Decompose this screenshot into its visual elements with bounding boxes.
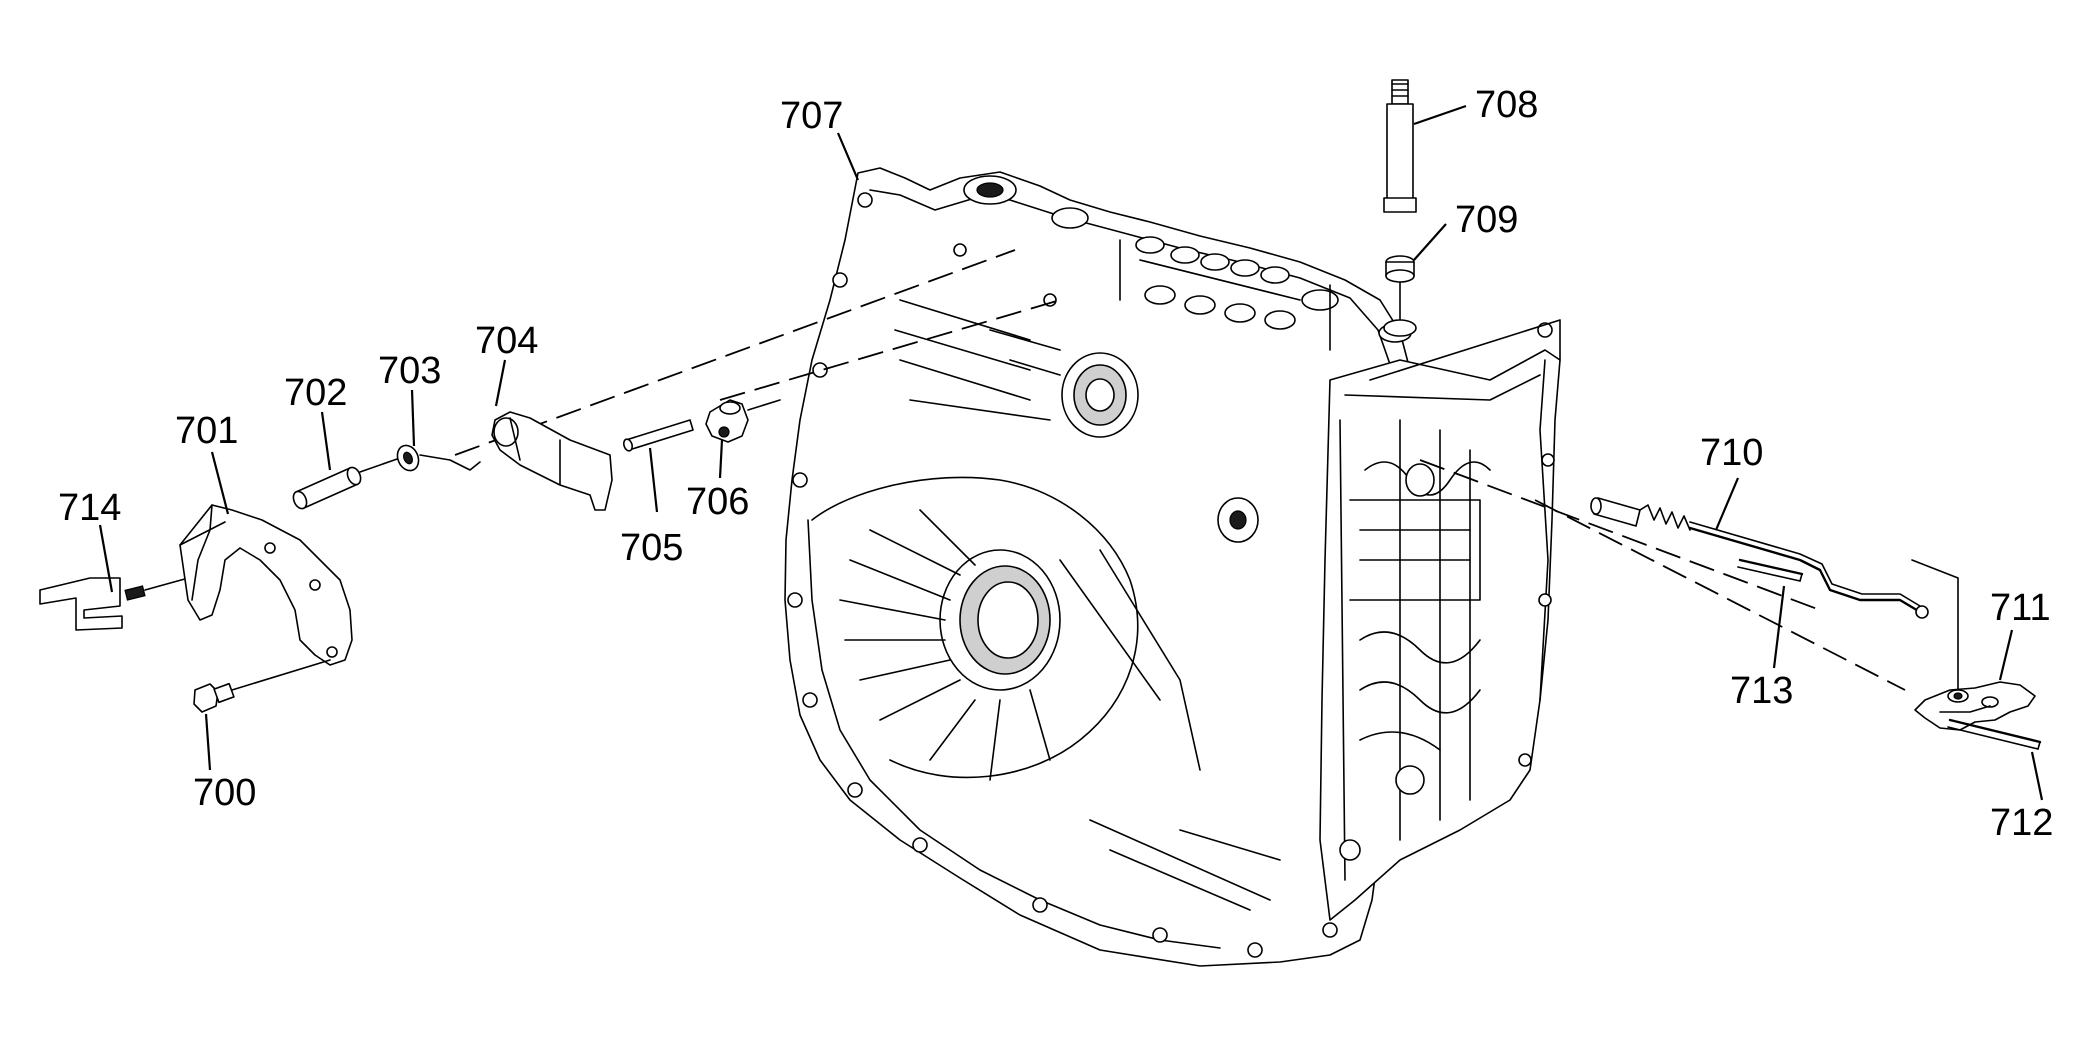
assembly-lines bbox=[454, 249, 1906, 691]
callout-710: 710 bbox=[1700, 432, 1763, 474]
callout-labels: 714 701 702 703 704 705 706 700 707 708 … bbox=[58, 84, 2053, 844]
part-704-lever bbox=[491, 411, 613, 511]
part-711-plate bbox=[1911, 559, 2036, 731]
part-703-spring bbox=[359, 444, 481, 473]
part-710-rod bbox=[1590, 497, 1929, 619]
part-702-sleeve bbox=[292, 466, 362, 510]
shaft-seal-bore bbox=[1061, 352, 1259, 543]
callout-700: 700 bbox=[193, 772, 256, 814]
part-712-pin bbox=[1947, 718, 2042, 750]
part-701-bracket bbox=[179, 504, 353, 666]
case-top-bosses bbox=[963, 175, 1412, 351]
callout-708: 708 bbox=[1475, 84, 1538, 126]
callout-705: 705 bbox=[620, 527, 683, 569]
part-709-bushing bbox=[1383, 255, 1417, 337]
callout-714: 714 bbox=[58, 487, 121, 529]
flange-bolt-holes bbox=[787, 192, 1338, 958]
callout-leaders bbox=[98, 104, 2044, 801]
part-705-pin bbox=[622, 419, 694, 452]
callout-704: 704 bbox=[475, 320, 538, 362]
callout-711: 711 bbox=[1990, 587, 2051, 629]
callout-712: 712 bbox=[1990, 802, 2053, 844]
part-708-shaft bbox=[1383, 79, 1417, 213]
part-713-rod bbox=[1737, 558, 1804, 582]
transmission-case bbox=[784, 167, 1561, 967]
part-700-bolt bbox=[193, 659, 331, 713]
callout-702: 702 bbox=[284, 372, 347, 414]
callout-703: 703 bbox=[378, 350, 441, 392]
callout-706: 706 bbox=[686, 481, 749, 523]
valve-body-face bbox=[1319, 319, 1561, 921]
callout-709: 709 bbox=[1455, 199, 1518, 241]
converter-housing bbox=[811, 476, 1139, 781]
callout-707: 707 bbox=[780, 95, 843, 137]
callout-713: 713 bbox=[1730, 670, 1793, 712]
part-714-clip bbox=[39, 571, 211, 631]
part-706-block bbox=[705, 399, 781, 443]
callout-701: 701 bbox=[175, 410, 238, 452]
